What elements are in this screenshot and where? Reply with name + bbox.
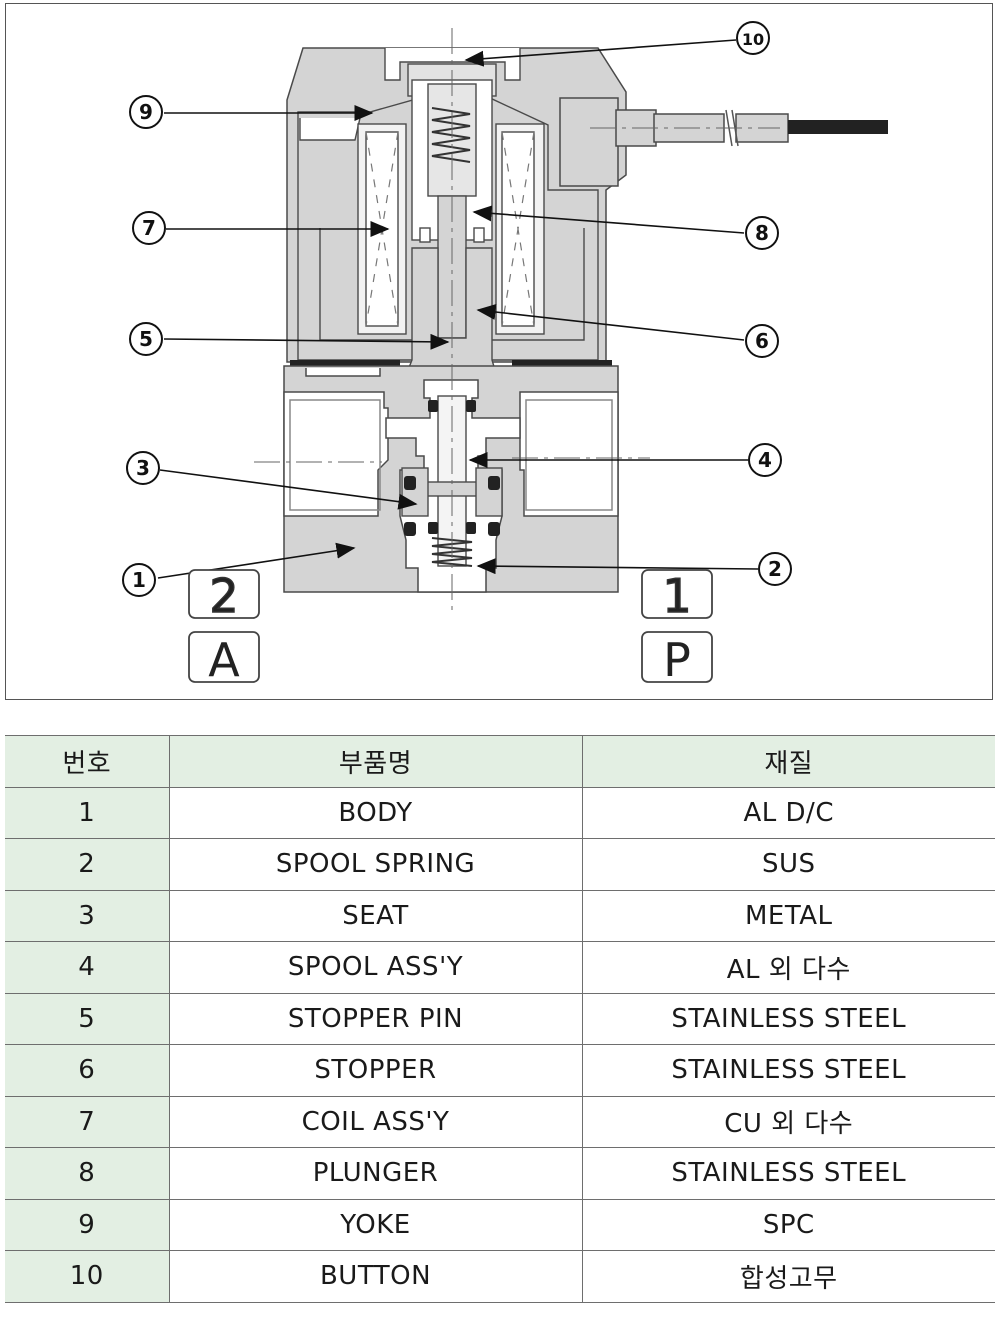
cable-wire: [788, 120, 888, 134]
svg-text:A: A: [208, 633, 240, 687]
valve-cross-section-diagram: 1 2 3 4 5 6 7 8 9 10 2 A: [122, 21, 888, 687]
cell-number: 10: [5, 1250, 169, 1303]
callout-8: 8: [745, 216, 779, 250]
svg-text:10: 10: [742, 30, 764, 49]
cell-number: 6: [5, 1044, 169, 1097]
header-part-name: 부품명: [168, 735, 582, 788]
svg-text:2: 2: [209, 569, 238, 623]
leader-5: [163, 333, 450, 350]
table-row: 6 STOPPER STAINLESS STEEL: [5, 1044, 995, 1097]
callout-6: 6: [745, 324, 779, 358]
leader-8: [472, 205, 745, 234]
cell-material: AL D/C: [581, 787, 995, 839]
cell-material: STAINLESS STEEL: [581, 993, 995, 1045]
svg-text:5: 5: [139, 327, 153, 351]
gasket-right: [512, 360, 612, 366]
callout-4: 4: [748, 443, 782, 477]
cell-material: STAINLESS STEEL: [581, 1147, 995, 1200]
table-row: 4 SPOOL ASS'Y AL 외 다수: [5, 941, 995, 994]
cell-material: SPC: [581, 1199, 995, 1251]
svg-text:8: 8: [755, 221, 769, 245]
leader-3: [159, 469, 418, 510]
cell-number: 7: [5, 1096, 169, 1148]
cell-material: CU 외 다수: [581, 1096, 995, 1148]
cell-number: 2: [5, 838, 169, 891]
cell-part: BUTTON: [168, 1250, 582, 1303]
svg-text:4: 4: [758, 448, 772, 472]
coil-assy: [357, 123, 545, 335]
cell-number: 5: [5, 993, 169, 1045]
leader-10: [464, 39, 737, 67]
table-row: 1 BODY AL D/C: [5, 787, 995, 839]
svg-text:1: 1: [132, 568, 146, 592]
svg-text:7: 7: [142, 216, 156, 240]
leader-2: [476, 558, 759, 575]
port-label-in-letter: P: [641, 631, 713, 687]
leader-6: [476, 304, 745, 341]
cell-part: PLUNGER: [168, 1147, 582, 1200]
cell-part: COIL ASS'Y: [168, 1096, 582, 1148]
callout-3: 3: [126, 451, 160, 485]
cell-material: SUS: [581, 838, 995, 891]
callout-5: 5: [129, 322, 163, 356]
cell-material: STAINLESS STEEL: [581, 1044, 995, 1097]
callout-7: 7: [132, 211, 166, 245]
cell-number: 4: [5, 941, 169, 994]
callout-leaders: [157, 39, 759, 579]
cell-material: METAL: [581, 890, 995, 942]
cell-material: AL 외 다수: [581, 941, 995, 994]
cell-number: 8: [5, 1147, 169, 1200]
table-row: 7 COIL ASS'Y CU 외 다수: [5, 1096, 995, 1148]
table-row: 8 PLUNGER STAINLESS STEEL: [5, 1147, 995, 1200]
table-row: 9 YOKE SPC: [5, 1199, 995, 1251]
svg-text:9: 9: [139, 100, 153, 124]
cell-part: STOPPER PIN: [168, 993, 582, 1045]
cell-number: 3: [5, 890, 169, 942]
cell-part: BODY: [168, 787, 582, 839]
callout-2: 2: [758, 552, 792, 586]
cell-material: 합성고무: [581, 1250, 995, 1303]
header-number: 번호: [5, 735, 169, 788]
svg-text:6: 6: [755, 329, 769, 353]
table-row: 5 STOPPER PIN STAINLESS STEEL: [5, 993, 995, 1045]
svg-text:3: 3: [136, 456, 150, 480]
callout-10: 10: [736, 21, 770, 55]
cell-part: STOPPER: [168, 1044, 582, 1097]
table-row: 2 SPOOL SPRING SUS: [5, 838, 995, 891]
parts-table: 번호 부품명 재질 1 BODY AL D/C 2 SPOOL SPRING S…: [5, 735, 995, 1303]
callout-9: 9: [129, 95, 163, 129]
svg-text:2: 2: [768, 557, 782, 581]
table-row: 10 BUTTON 합성고무: [5, 1250, 995, 1303]
plunger-spring: [431, 107, 471, 163]
cell-part: SPOOL ASS'Y: [168, 941, 582, 994]
header-material: 재질: [581, 735, 995, 788]
o-rings: [404, 400, 500, 536]
center-lines: [254, 28, 780, 612]
callout-1: 1: [122, 563, 156, 597]
svg-text:1: 1: [662, 569, 691, 623]
cell-part: SEAT: [168, 890, 582, 942]
svg-text:P: P: [663, 633, 691, 687]
cell-number: 1: [5, 787, 169, 839]
port-label-out-letter: A: [188, 631, 260, 687]
port-label-out-number: 2: [188, 568, 260, 624]
gasket-left: [290, 360, 400, 366]
table-row: 3 SEAT METAL: [5, 890, 995, 942]
cell-part: YOKE: [168, 1199, 582, 1251]
table-header-row: 번호 부품명 재질: [5, 735, 995, 788]
cell-number: 9: [5, 1199, 169, 1251]
cell-part: SPOOL SPRING: [168, 838, 582, 891]
port-label-in-number: 1: [641, 568, 713, 624]
